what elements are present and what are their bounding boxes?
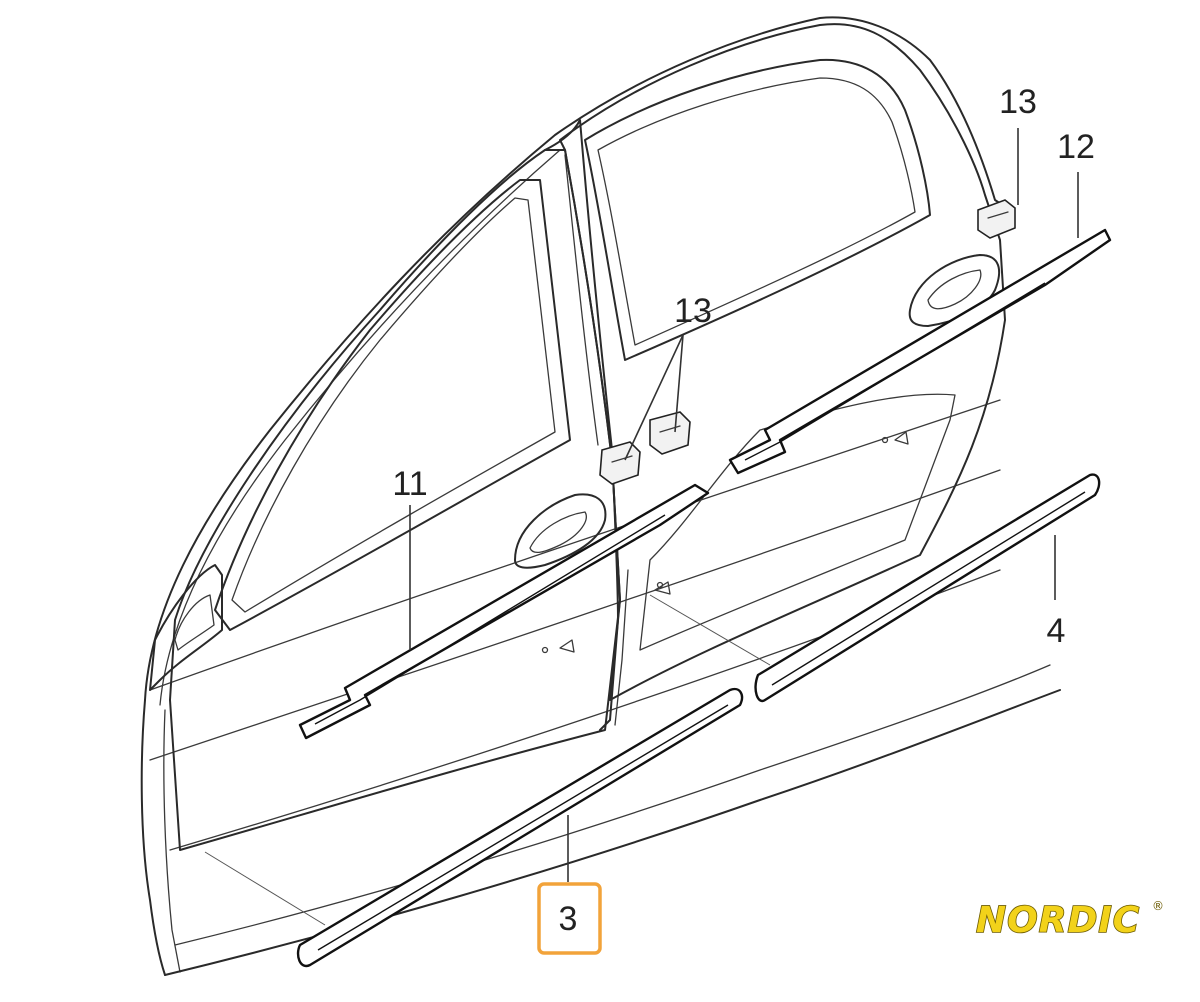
callout-13-upper: 13 [999,83,1037,121]
callout-3: 3 [559,900,578,938]
leader-lines [204,128,1079,926]
logo-text: NORDIC [976,900,1140,941]
rear-door [559,23,1006,701]
callout-11: 11 [392,465,427,503]
hinge-group-middle [599,411,691,485]
moulding-12-rear-belt [728,228,1112,475]
hinge-upper [977,199,1016,239]
hinge-lower-left [599,441,641,485]
callout-12: 12 [1057,128,1095,166]
moulding-4-rear-lower [754,473,1101,703]
callout-3-highlight-box [537,882,602,955]
nordic-logo: NORDIC ® [975,899,1164,942]
callout-13-middle: 13 [674,292,712,330]
hinge-group-upper [977,199,1016,239]
moulding-3-front-lower [296,687,744,968]
logo-registered-mark: ® [1152,899,1164,913]
hinge-lower-right [649,411,691,455]
callouts: 11 12 13 13 4 3 [392,83,1095,955]
callout-4: 4 [1047,612,1066,650]
moulding-11-front-belt [298,483,710,740]
